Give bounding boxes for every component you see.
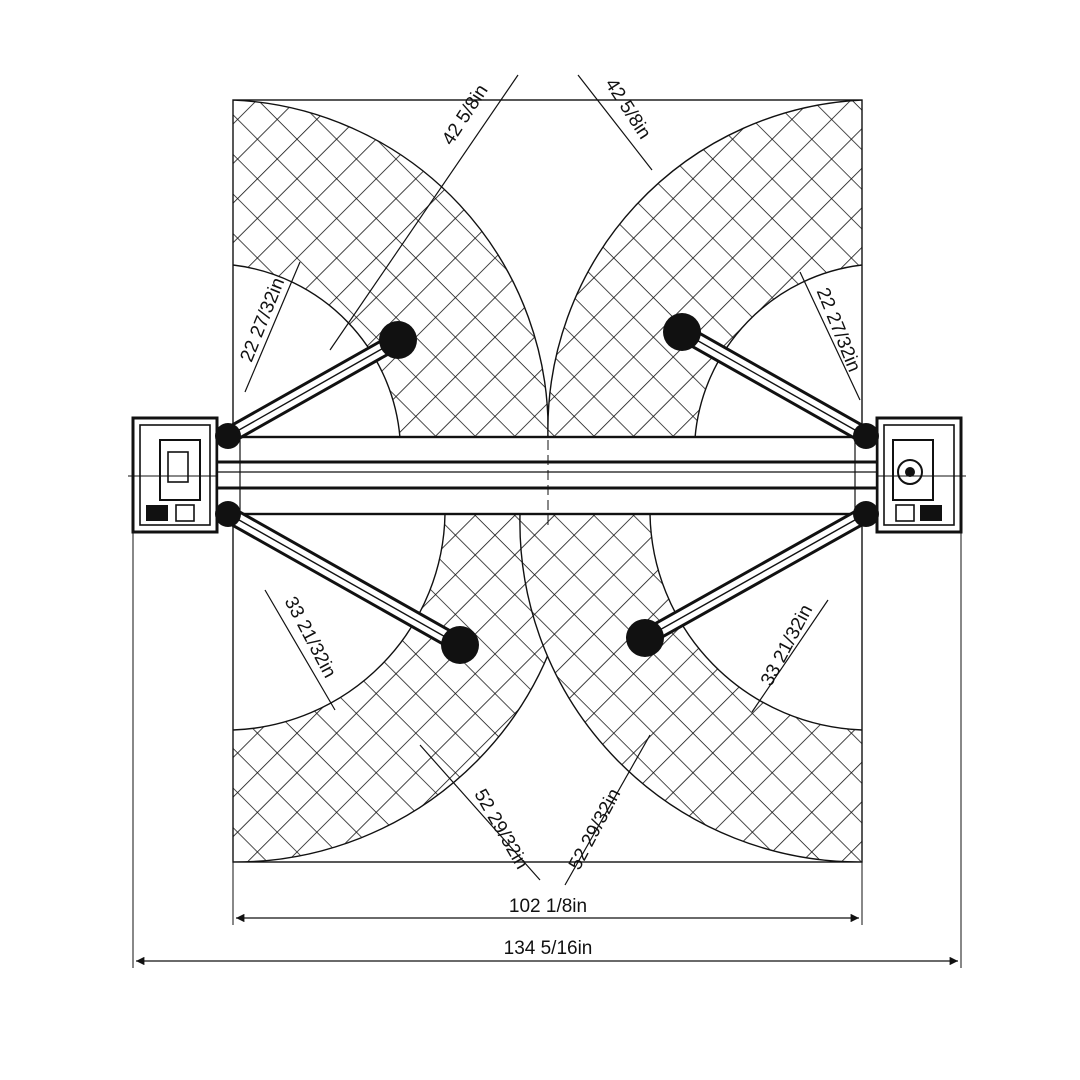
leader-top-right-sweep [577,74,653,171]
arm-sweep-zones [233,100,862,862]
sweep-zone-top-right [547,100,862,439]
inner-width-dimension: 102 1/8in [232,862,863,925]
arm-bottom-left [215,501,479,664]
dim-label-top-left-sweep: 42 5/8in [438,81,492,149]
sweep-zone-top-left [233,100,549,439]
leader-right-short-radius [799,271,861,401]
leader-top-left-sweep [329,74,519,351]
dim-label-right-lower-radius: 33 21/32in [757,601,817,689]
arm-top-right [663,313,879,449]
dim-label-overall-width: 134 5/16in [504,938,593,959]
dim-label-right-short-radius: 22 27/32in [812,285,865,375]
leader-left-short-radius [244,261,301,393]
leader-bottom-left-sweep [419,744,541,881]
leader-bottom-right-sweep [564,734,651,886]
cross-beam [215,425,879,525]
sweep-zone-bottom-right [519,513,862,862]
dim-label-inner-width: 102 1/8in [509,896,587,917]
dim-label-left-short-radius: 22 27/32in [237,275,290,365]
overall-width-dimension: 134 5/16in [132,532,962,968]
dimension-leaders [244,74,861,886]
dim-label-left-lower-radius: 33 21/32in [280,593,340,681]
left-post [128,416,222,534]
dim-label-bottom-right-sweep: 52 29/32in [565,785,625,873]
dim-label-bottom-left-sweep: 52 29/32in [469,786,532,873]
leader-right-lower-radius [751,599,829,713]
arm-bottom-right [626,501,879,657]
leader-left-lower-radius [264,589,336,711]
arm-top-left [215,321,417,449]
lift-arms [215,313,879,664]
dim-label-top-right-sweep: 42 5/8in [600,75,654,143]
right-post [872,416,966,534]
